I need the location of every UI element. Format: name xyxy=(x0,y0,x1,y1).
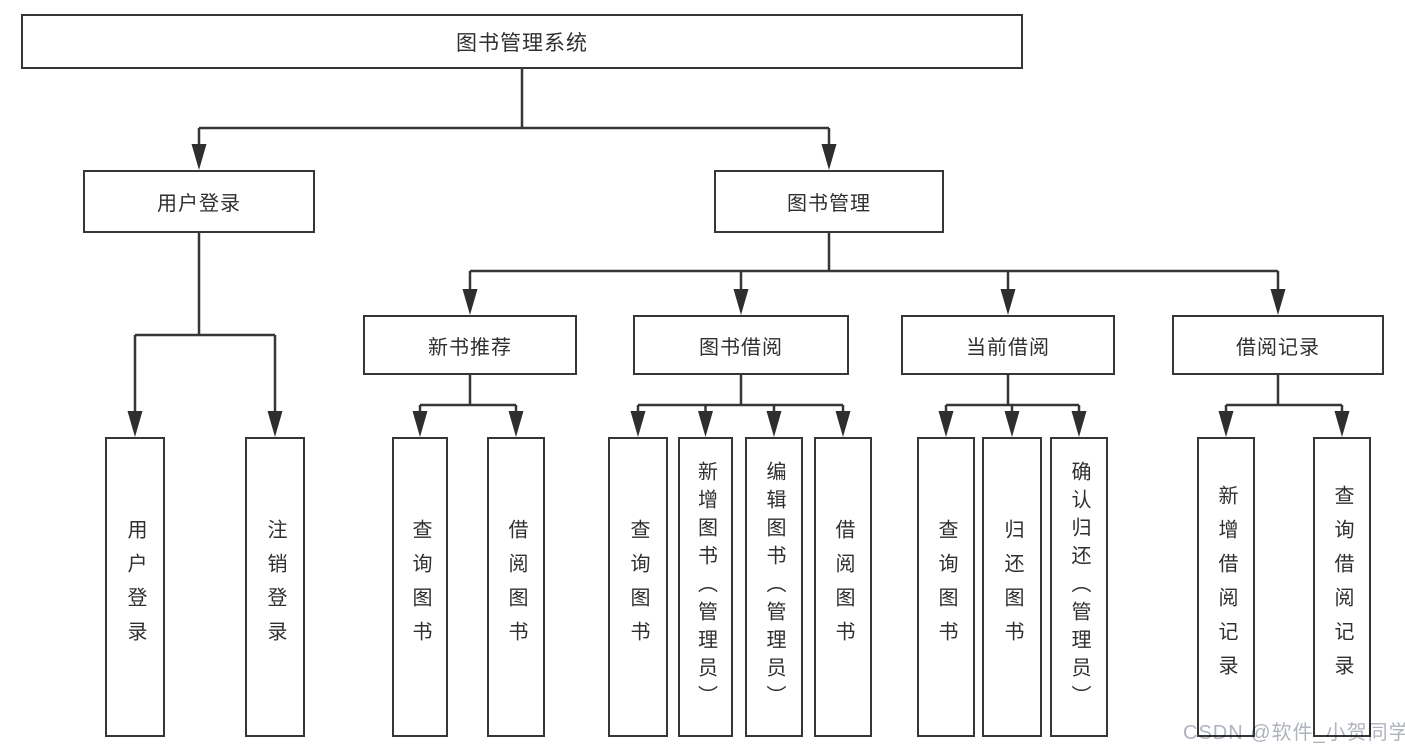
connector-current-borrow-to-leaves xyxy=(938,375,1087,437)
leaf-label: 编辑图书（管理员） xyxy=(763,461,785,713)
leaf-return-book: 归还图书 xyxy=(982,437,1042,737)
node-book-borrow: 图书借阅 xyxy=(633,315,849,375)
leaf-label: 查询图书 xyxy=(935,519,957,655)
node-label: 图书借阅 xyxy=(699,336,783,359)
leaf-query-books-2: 查询图书 xyxy=(608,437,668,737)
node-current-borrow: 当前借阅 xyxy=(901,315,1115,375)
leaf-query-borrow-record: 查询借阅记录 xyxy=(1313,437,1371,737)
node-label: 用户登录 xyxy=(157,193,241,215)
connector-borrow-records-to-leaves xyxy=(1218,375,1350,437)
leaf-label: 查询图书 xyxy=(627,519,649,655)
leaf-label: 用户登录 xyxy=(124,519,146,655)
connector-book-management-to-level3 xyxy=(462,233,1286,315)
node-label: 新书推荐 xyxy=(428,336,512,359)
node-book-management: 图书管理 xyxy=(714,170,944,233)
leaf-borrow-books-2: 借阅图书 xyxy=(814,437,872,737)
node-label: 当前借阅 xyxy=(966,336,1050,359)
leaf-query-books-3: 查询图书 xyxy=(917,437,975,737)
leaf-label: 查询借阅记录 xyxy=(1331,485,1353,689)
leaf-add-borrow-record: 新增借阅记录 xyxy=(1197,437,1255,737)
leaf-edit-book-admin: 编辑图书（管理员） xyxy=(745,437,803,737)
connector-root-to-level2 xyxy=(191,69,837,170)
leaf-confirm-return-admin: 确认归还（管理员） xyxy=(1050,437,1108,737)
leaf-borrow-books-1: 借阅图书 xyxy=(487,437,545,737)
leaf-label: 新增借阅记录 xyxy=(1215,485,1237,689)
leaf-label: 查询图书 xyxy=(409,519,431,655)
node-borrow-records: 借阅记录 xyxy=(1172,315,1384,375)
node-label: 借阅记录 xyxy=(1236,336,1320,359)
connector-new-book-to-leaves xyxy=(412,375,524,437)
leaf-label: 确认归还（管理员） xyxy=(1068,461,1090,713)
node-user-login: 用户登录 xyxy=(83,170,315,233)
node-new-book-recommend: 新书推荐 xyxy=(363,315,577,375)
node-label: 图书管理系统 xyxy=(456,31,588,55)
connector-book-borrow-to-leaves xyxy=(630,375,851,437)
leaf-label: 注销登录 xyxy=(264,519,286,655)
node-library-management-system: 图书管理系统 xyxy=(21,14,1023,69)
node-label: 图书管理 xyxy=(787,193,871,215)
leaf-label: 归还图书 xyxy=(1001,519,1023,655)
leaf-label: 借阅图书 xyxy=(832,519,854,655)
connector-user-login-to-leaves xyxy=(127,233,283,437)
leaf-label: 借阅图书 xyxy=(505,519,527,655)
leaf-user-login: 用户登录 xyxy=(105,437,165,737)
leaf-label: 新增图书（管理员） xyxy=(694,461,717,713)
leaf-logout: 注销登录 xyxy=(245,437,305,737)
leaf-add-book-admin: 新增图书（管理员） xyxy=(678,437,733,737)
leaf-query-books-1: 查询图书 xyxy=(392,437,448,737)
